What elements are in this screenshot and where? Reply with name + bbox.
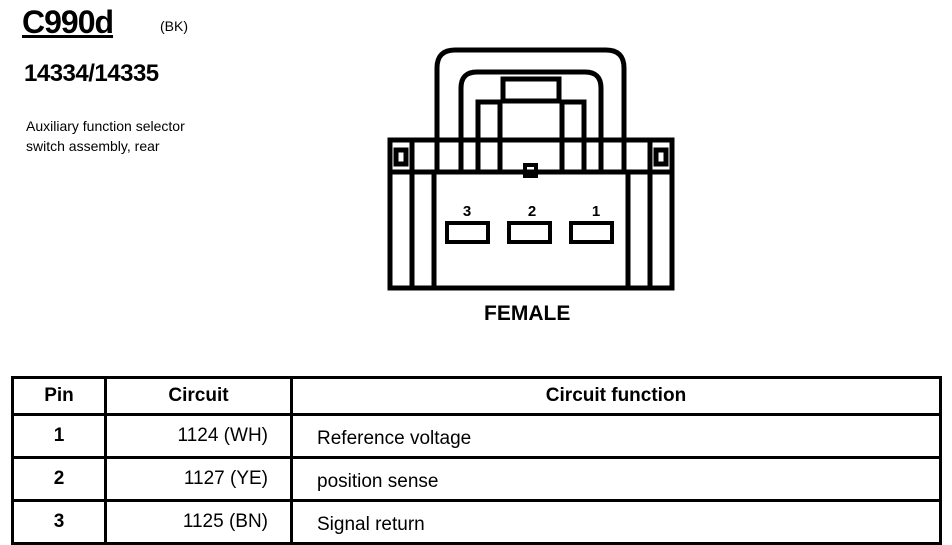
connector-description: Auxiliary function selector switch assem… (26, 116, 185, 156)
pin-label-2: 2 (528, 203, 536, 220)
description-line-2: switch assembly, rear (26, 138, 160, 154)
connector-gender: FEMALE (484, 302, 571, 325)
pin-label-3: 3 (463, 203, 471, 220)
row-function: Reference voltage (290, 413, 942, 459)
row-circuit: 1125 (BN) (104, 499, 293, 545)
description-line-1: Auxiliary function selector (26, 118, 185, 134)
table-row: 1 1124 (WH) Reference voltage (11, 413, 942, 459)
latch-rail-left (475, 99, 503, 172)
pin-socket-3 (445, 221, 490, 244)
row-function: position sense (290, 456, 942, 502)
header-function: Circuit function (290, 376, 942, 416)
notch-right (653, 147, 669, 167)
pin-cavity (431, 169, 631, 291)
polarization-key (523, 163, 538, 178)
table-row: 3 1125 (BN) Signal return (11, 499, 942, 545)
header-circuit: Circuit (104, 376, 293, 416)
table-row: 2 1127 (YE) position sense (11, 456, 942, 502)
pin-socket-2 (507, 221, 552, 244)
header-pin: Pin (11, 376, 107, 416)
pin-table: Pin Circuit Circuit function 1 1124 (WH)… (11, 376, 942, 545)
row-pin: 1 (11, 413, 107, 459)
latch-rail-right (559, 99, 587, 172)
connector-id: C990d (22, 4, 114, 40)
latch-outer (434, 47, 627, 172)
row-circuit: 1127 (YE) (104, 456, 293, 502)
notch-left (393, 147, 409, 167)
latch-inner (458, 69, 604, 172)
connector-face-diagram: 3 2 1 (387, 47, 675, 291)
row-function: Signal return (290, 499, 942, 545)
table-header-row: Pin Circuit Circuit function (11, 376, 942, 416)
row-pin: 3 (11, 499, 107, 545)
pin-label-1: 1 (592, 203, 600, 220)
row-circuit: 1124 (WH) (104, 413, 293, 459)
color-code: (BK) (160, 18, 188, 34)
part-numbers: 14334/14335 (24, 60, 159, 87)
pin-socket-1 (569, 221, 614, 244)
latch-top-tab (500, 76, 562, 104)
row-pin: 2 (11, 456, 107, 502)
